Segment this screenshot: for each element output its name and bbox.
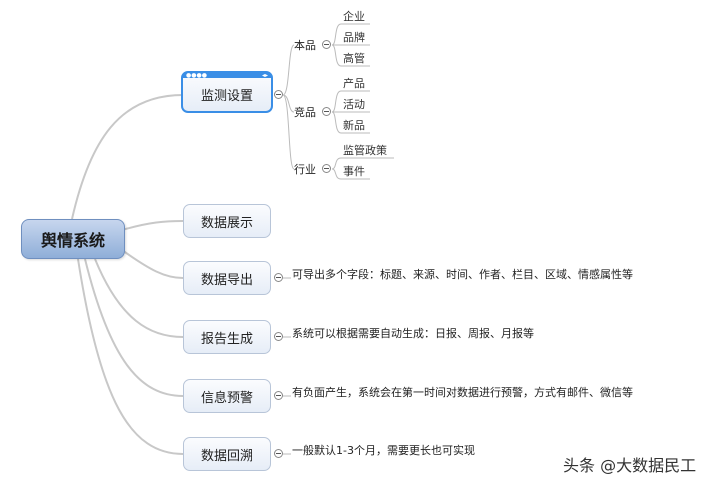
selection-bar: ●●●● ◂▸ — [183, 72, 271, 79]
collapse-toggle-data-export[interactable] — [274, 273, 283, 282]
collapse-toggle-industry[interactable] — [322, 164, 331, 173]
group-label-own-products[interactable]: 本品 — [294, 39, 316, 52]
branch-label: 数据展示 — [200, 215, 253, 231]
branch-data-backtrack[interactable]: 数据回溯 — [183, 437, 271, 471]
collapse-toggle-alert[interactable] — [274, 391, 283, 400]
collapse-toggle-competitors[interactable] — [322, 107, 331, 116]
branch-report-generation[interactable]: 报告生成 — [183, 320, 271, 354]
note-alert: 有负面产生，系统会在第一时间对数据进行预警，方式有邮件、微信等 — [292, 386, 633, 399]
leaf-new-product[interactable]: 新品 — [343, 119, 365, 132]
note-report-generation: 系统可以根据需要自动生成：日报、周报、月报等 — [292, 327, 534, 340]
branch-label: 报告生成 — [200, 331, 253, 347]
selection-handle-icon: ●●●● — [186, 72, 207, 79]
leaf-enterprise[interactable]: 企业 — [343, 10, 365, 23]
root-node[interactable]: 舆情系统 — [21, 219, 125, 259]
selection-arrows-icon: ◂▸ — [261, 72, 268, 79]
collapse-toggle-own-products[interactable] — [322, 40, 331, 49]
collapse-toggle-monitor-settings[interactable] — [274, 90, 283, 99]
branch-label: 信息预警 — [200, 390, 253, 406]
collapse-toggle-report-generation[interactable] — [274, 332, 283, 341]
group-label-competitors[interactable]: 竞品 — [294, 106, 316, 119]
branch-data-display[interactable]: 数据展示 — [183, 204, 271, 238]
group-label-industry[interactable]: 行业 — [294, 163, 316, 176]
leaf-product[interactable]: 产品 — [343, 77, 365, 90]
leaf-executives[interactable]: 高管 — [343, 52, 365, 65]
note-data-backtrack: 一般默认1-3个月，需要更长也可实现 — [292, 444, 475, 457]
leaf-events[interactable]: 事件 — [343, 165, 365, 178]
branch-label: 数据导出 — [200, 272, 253, 288]
branch-label: 监测设置 — [200, 88, 253, 104]
leaf-brand[interactable]: 品牌 — [343, 31, 365, 44]
collapse-toggle-data-backtrack[interactable] — [274, 449, 283, 458]
leaf-activity[interactable]: 活动 — [343, 98, 365, 111]
branch-data-export[interactable]: 数据导出 — [183, 261, 271, 295]
note-data-export: 可导出多个字段：标题、来源、时间、作者、栏目、区域、情感属性等 — [292, 268, 633, 281]
branch-alert[interactable]: 信息预警 — [183, 379, 271, 413]
branch-label: 数据回溯 — [200, 448, 253, 464]
root-label: 舆情系统 — [40, 231, 105, 250]
watermark: 头条 @大数据民工 — [563, 456, 697, 475]
branch-monitor-settings[interactable]: ●●●● ◂▸ 监测设置 — [181, 71, 273, 113]
leaf-regulatory-policy[interactable]: 监管政策 — [343, 144, 387, 157]
